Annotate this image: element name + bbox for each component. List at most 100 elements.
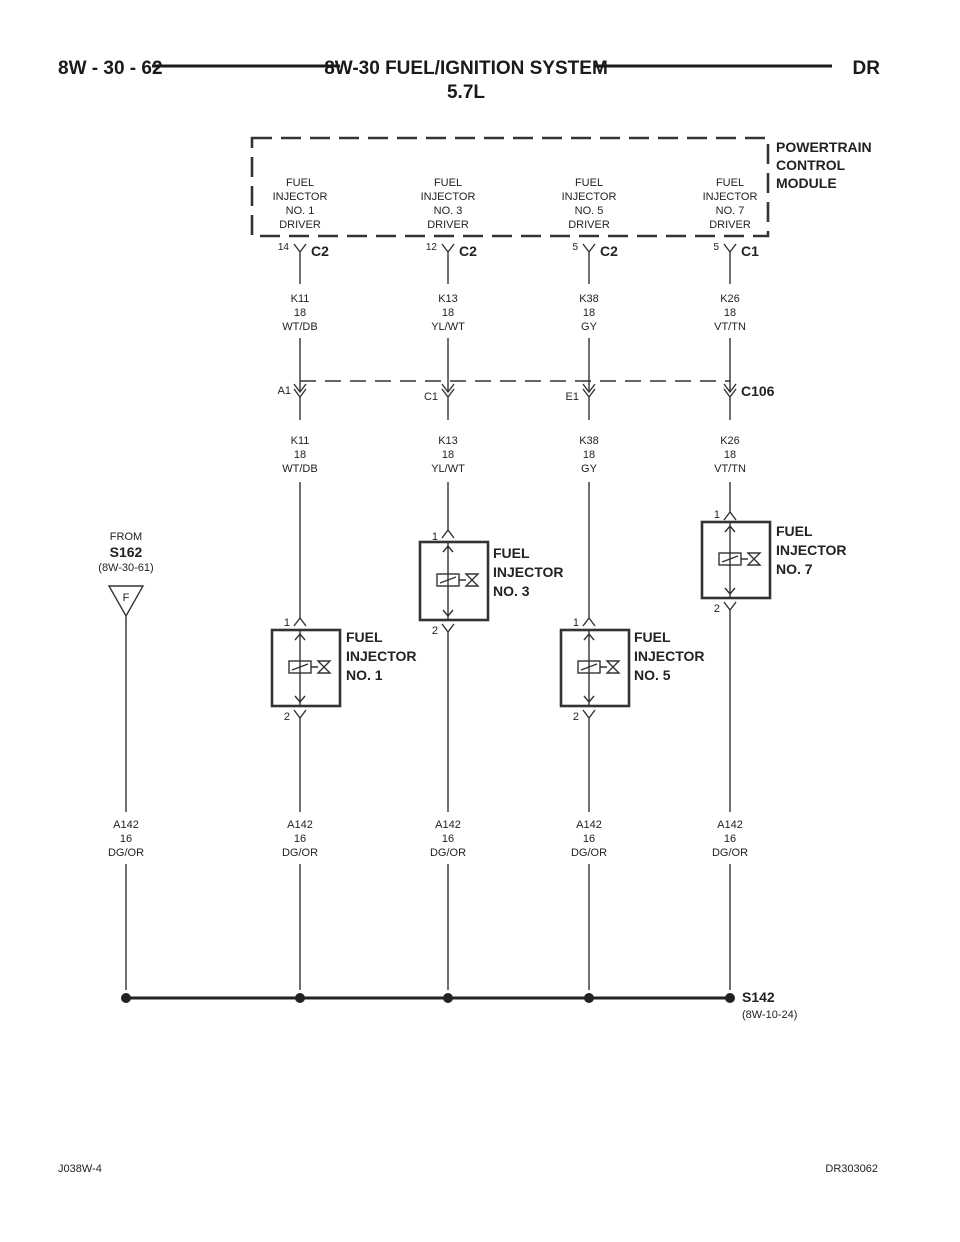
driver-5-l3: NO. 5 [575,205,604,217]
driver-3-l1: FUEL [434,177,462,189]
wire-lo-1-color: WT/DB [282,463,317,475]
injector-5-pin1-symbol [582,616,596,627]
gnd-wire-2-gauge: 16 [294,833,306,845]
from-splice: S162 [110,544,143,560]
from-label: FROM [110,531,142,543]
footer-left-code: J038W-4 [58,1163,102,1175]
pcm-pin-5-symbol [582,243,596,284]
injector-7-label-3: NO. 7 [776,561,813,577]
injector-3-arrows [442,542,454,620]
driver-3-l3: NO. 3 [434,205,463,217]
gnd-wire-4-gauge: 16 [583,833,595,845]
wire-lo-3-gauge: 18 [442,449,454,461]
injector-7-pin1-symbol [723,510,737,521]
injector-3-pin1: 1 [432,531,438,543]
gnd-wire-1-code: A142 [113,819,139,831]
driver-labels: FUEL INJECTOR NO. 1 DRIVER FUEL INJECTOR… [273,177,758,231]
c106-label: C106 [741,383,775,399]
driver-3-l4: DRIVER [427,219,469,231]
injector-1-label-2: INJECTOR [346,648,417,664]
gnd-wire-1-gauge: 16 [120,833,132,845]
page-number: 8W - 30 - 62 [58,58,163,79]
pcm-box [250,136,770,238]
ground-wire-labels: A142 16 DG/OR A142 16 DG/OR A142 16 DG/O… [108,819,748,859]
wire-up-1-code: K11 [291,293,310,305]
injector-5-label-2: INJECTOR [634,648,705,664]
injector-1: 1 2 FUEL INJECTOR NO. 1 [270,616,417,812]
splice-dots [121,993,735,1003]
injector-3-label-1: FUEL [493,545,530,561]
pcm-label-3: MODULE [776,175,837,191]
injector-7-pin2: 2 [714,603,720,615]
pcm-pin-1-number: 14 [278,242,290,253]
wire-up-3-gauge: 18 [442,307,454,319]
wire-up-3-code: K13 [438,293,458,305]
driver-7-l3: NO. 7 [716,205,745,217]
c106-e1-symbol [582,383,596,420]
driver-5-l4: DRIVER [568,219,610,231]
injector-3-pin1-symbol [441,528,455,539]
injector-7-valve-icon [741,552,762,566]
injector-7-label-2: INJECTOR [776,542,847,558]
splice-ref: (8W-10-24) [742,1009,797,1021]
injector-3-box [418,540,490,622]
c106-pin-c1: C1 [424,391,438,403]
wire-up-7-color: VT/TN [714,321,746,333]
driver-3-l2: INJECTOR [421,191,476,203]
driver-7-l2: INJECTOR [703,191,758,203]
wires-to-c106 [299,338,731,392]
pcm-label-2: CONTROL [776,157,846,173]
wire-lo-1-code: K11 [291,435,310,447]
injector-5-arrows [583,630,595,706]
driver-1-l4: DRIVER [279,219,321,231]
driver-7-l4: DRIVER [709,219,751,231]
pcm-pin-7-symbol [723,243,737,284]
c106-7-symbol [723,383,737,420]
wire-lo-7-color: VT/TN [714,463,746,475]
engine-subtitle: 5.7L [447,82,485,103]
pcm-pin-5-connector: C2 [600,243,618,259]
gnd-wire-3-code: A142 [435,819,461,831]
injector-1-pin2: 2 [284,711,290,723]
driver-1-l3: NO. 1 [286,205,315,217]
injector-1-label-1: FUEL [346,629,383,645]
injector-7-label-1: FUEL [776,523,813,539]
wires-to-injectors [299,482,731,618]
injector-5-valve-icon [600,660,621,674]
c106-pin-symbols [293,383,737,420]
splice-name: S142 [742,989,775,1005]
pcm-pin-3-number: 12 [426,242,438,253]
wire-up-1-gauge: 18 [294,307,306,319]
gnd-wire-4-code: A142 [576,819,602,831]
pcm-pin-7-connector: C1 [741,243,759,259]
gnd-wire-5-color: DG/OR [712,847,748,859]
injector-1-pin1: 1 [284,617,290,629]
wire-lo-5-code: K38 [579,435,599,447]
pcm-pin-7-number: 5 [713,242,719,253]
injector-5-pin1: 1 [573,617,579,629]
wire-up-5-gauge: 18 [583,307,595,319]
injector-7-arrows [724,522,736,598]
wire-lo-3-code: K13 [438,435,458,447]
gnd-wire-5-gauge: 16 [724,833,736,845]
lower-wire-labels: K11 18 WT/DB K13 18 YL/WT K38 18 GY K26 … [282,435,746,475]
injector-3-label-3: NO. 3 [493,583,530,599]
injector-5-box [559,628,631,708]
pcm-pin-symbols [293,243,737,284]
c106-pin-e1: E1 [566,391,579,403]
wire-up-5-code: K38 [579,293,599,305]
gnd-wire-1-color: DG/OR [108,847,144,859]
injector-1-valve-icon [311,660,332,674]
injector-1-pin2-symbol [293,709,307,812]
gnd-wire-3-gauge: 16 [442,833,454,845]
driver-5-l2: INJECTOR [562,191,617,203]
wire-up-3-color: YL/WT [431,321,465,333]
injector-3-label-2: INJECTOR [493,564,564,580]
injector-1-pin1-symbol [293,616,307,627]
page-title: 8W-30 FUEL/IGNITION SYSTEM [324,58,608,79]
injector-1-label-3: NO. 1 [346,667,383,683]
injector-3: 1 2 FUEL INJECTOR NO. 3 [418,528,564,812]
injector-1-arrows [294,630,306,706]
pcm-pin-3-connector: C2 [459,243,477,259]
